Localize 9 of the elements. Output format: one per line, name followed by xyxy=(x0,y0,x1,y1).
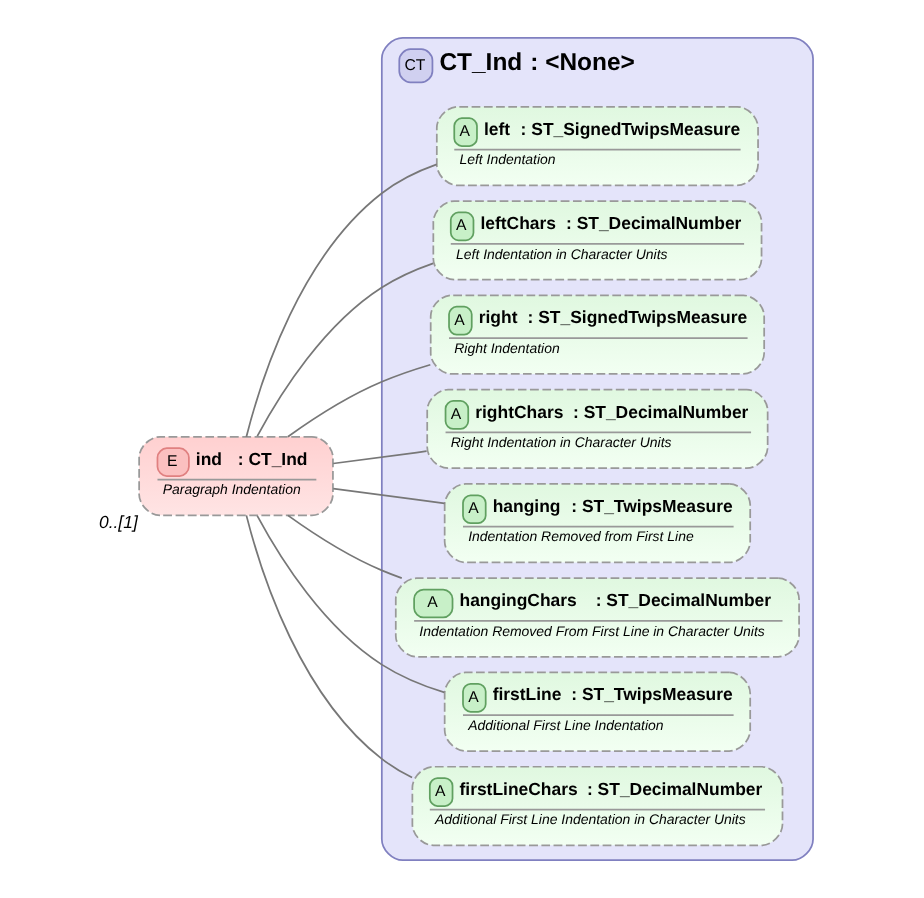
connector xyxy=(331,450,427,465)
connector xyxy=(286,514,402,579)
node-label: 0..[1] xyxy=(97,511,137,532)
connector xyxy=(244,514,412,779)
connector xyxy=(255,262,433,438)
connector xyxy=(244,163,437,438)
connector xyxy=(255,515,445,694)
connector xyxy=(331,487,445,505)
connector xyxy=(286,363,431,438)
